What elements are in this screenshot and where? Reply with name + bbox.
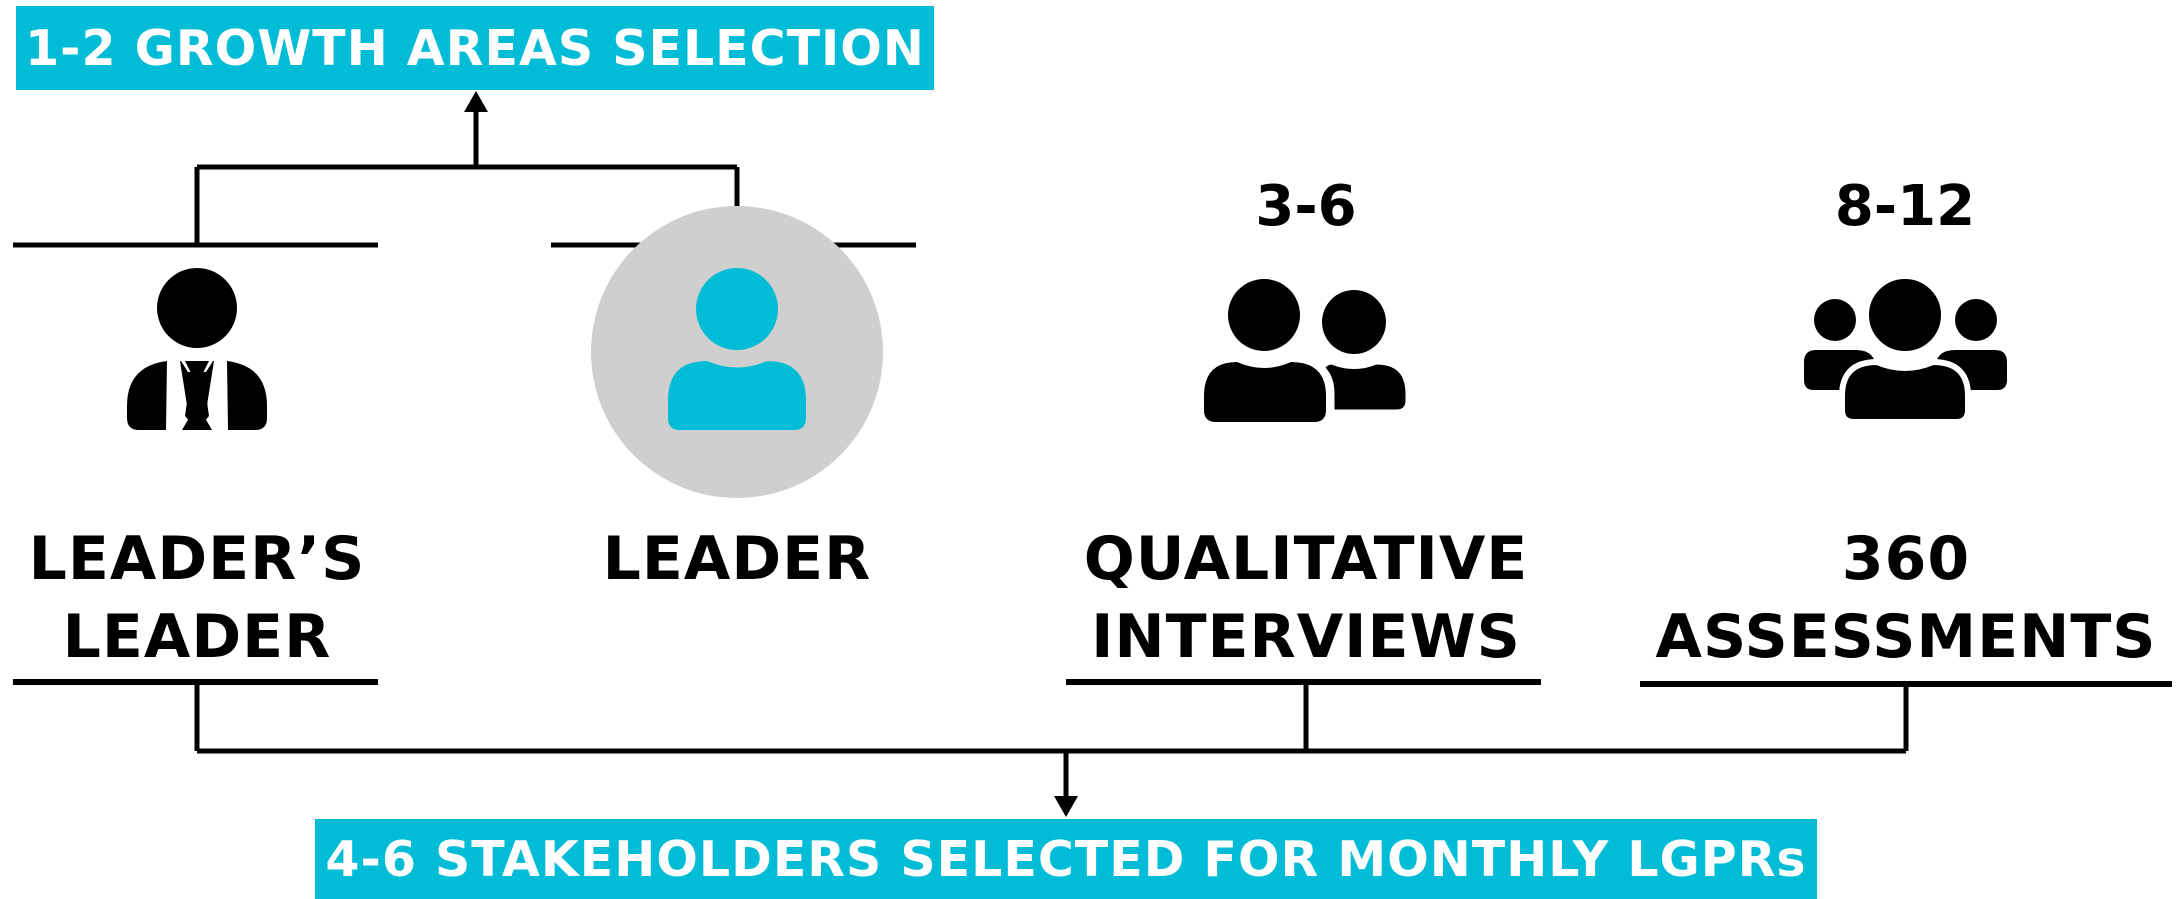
360-assessments-count: 8-12 (1834, 174, 1976, 239)
qualitative-interviews-label-line-2: INTERVIEWS (1091, 602, 1521, 672)
top-arrowhead-icon (464, 91, 488, 112)
qualitative-interviews-count: 3-6 (1255, 174, 1357, 239)
qualitative-interviews-label-line-1: QUALITATIVE (1083, 524, 1529, 594)
growth-areas-banner: 1-2 GROWTH AREAS SELECTION (16, 6, 934, 90)
leader-label: LEADER (557, 520, 917, 598)
two-people-icon (1204, 279, 1411, 422)
bottom-connector (194, 684, 1909, 800)
leader-highlight-circle (591, 206, 883, 498)
leaders-leader-label-line-2: LEADER (62, 602, 332, 672)
stakeholders-banner: 4-6 STAKEHOLDERS SELECTED FOR MONTHLY LG… (315, 819, 1817, 899)
360-assessments-label: 360 ASSESSMENTS (1640, 520, 2172, 676)
businessman-icon (127, 268, 267, 430)
qualitative-interviews-label: QUALITATIVE INTERVIEWS (1066, 520, 1546, 676)
leaders-leader-label-line-1: LEADER’S (28, 524, 366, 594)
group-icon (1804, 273, 2007, 425)
360-assessments-label-line-1: 360 (1841, 524, 1971, 594)
360-assessments-label-line-2: ASSESSMENTS (1655, 602, 2157, 672)
person-icon (668, 268, 806, 430)
growth-areas-banner-text: 1-2 GROWTH AREAS SELECTION (25, 19, 925, 77)
stakeholders-banner-text: 4-6 STAKEHOLDERS SELECTED FOR MONTHLY LG… (325, 830, 1807, 888)
top-banner-background (16, 6, 934, 90)
leader-label-line-1: LEADER (602, 524, 872, 594)
leaders-leader-label: LEADER’S LEADER (2, 520, 392, 676)
top-connector (194, 108, 740, 244)
bottom-banner-background (315, 819, 1817, 899)
bottom-arrowhead-icon (1054, 796, 1078, 817)
